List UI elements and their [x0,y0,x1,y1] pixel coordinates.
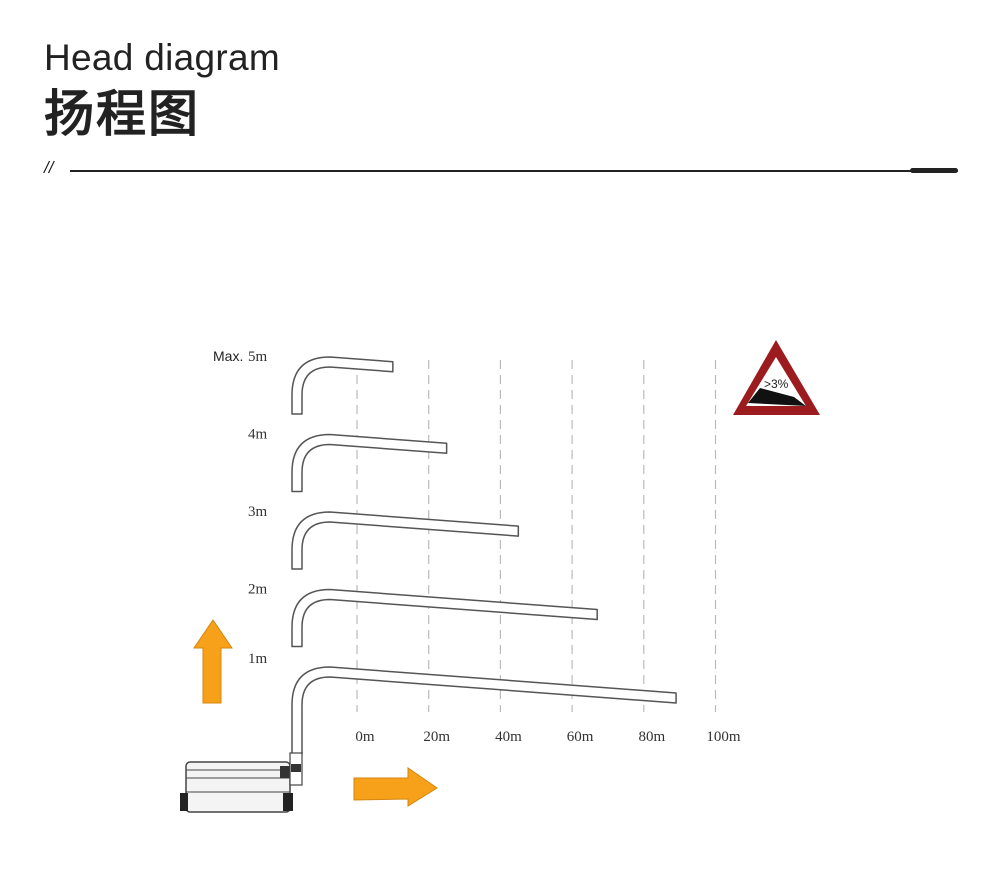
distance-label: 0m [355,729,375,745]
pipe-2m [291,588,598,648]
head-label: 3m [248,504,268,520]
slope-warning-sign-icon: >3% [733,340,820,415]
distance-label: 100m [706,729,741,745]
page-title-chinese: 扬程图 [44,85,200,143]
divider-slash-mark: // [44,158,54,177]
up-arrow-icon [193,619,233,704]
pump-unit-icon [180,752,303,813]
pipe-3m [291,511,520,570]
header-divider: // [44,158,958,182]
distance-gridlines [356,360,717,712]
head-label: 5m [248,349,268,365]
pipe-5m [291,356,394,415]
right-arrow-icon [353,767,438,807]
pipe-1m [291,666,677,755]
distance-label: 60m [567,729,594,745]
head-labels: Max. 5m 4m 3m 2m 1m [213,348,268,667]
header: Head diagram 扬程图 [44,36,280,144]
distance-labels: 0m 20m 40m 60m 80m 100m [355,729,741,745]
divider-line [70,170,958,172]
head-label: 4m [248,427,268,443]
head-label: 2m [248,582,268,598]
slope-wedge [748,388,806,406]
divider-accent-bar [910,168,958,173]
max-head-prefix: Max. [213,348,243,364]
distance-label: 40m [495,729,522,745]
slope-sign-label: >3% [764,377,789,391]
pipe-group [291,356,677,755]
pipe-4m [291,433,448,493]
head-label: 1m [248,651,268,667]
distance-label: 80m [638,729,665,745]
distance-label: 20m [423,729,450,745]
page-title-english: Head diagram [44,37,281,78]
